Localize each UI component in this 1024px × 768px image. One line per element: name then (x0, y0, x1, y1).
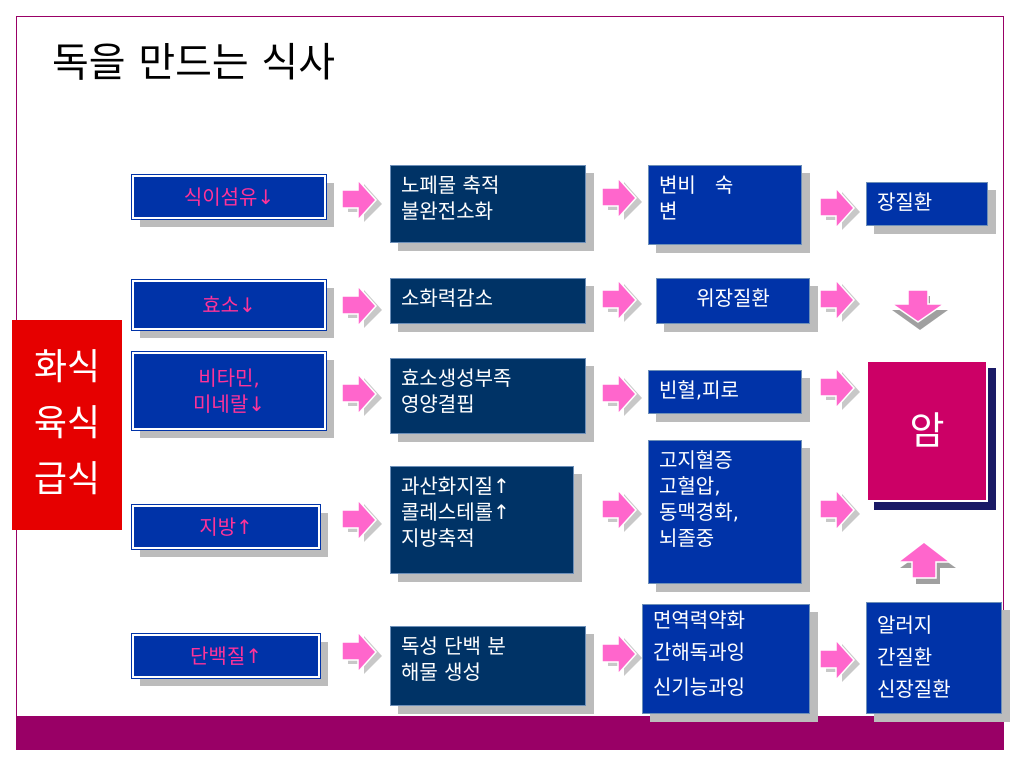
cause-label: 효소↓ (202, 293, 256, 317)
effect-line: 소화력감소 (401, 286, 493, 310)
cause-label: 미네랄↓ (193, 392, 265, 416)
pink-right-arrow-icon (601, 488, 642, 532)
cancer-label: 암 (909, 409, 945, 453)
cause-label: 단백질↑ (190, 644, 262, 668)
disease-label: 장질환 (877, 190, 933, 214)
effect-line: 불완전소화 (401, 199, 493, 223)
symptom-box: 빈혈,피로 (648, 370, 802, 414)
cancer-box: 암 (866, 360, 988, 502)
cause-box-fiber: 식이섬유↓ (131, 174, 327, 220)
symptom-line: 면역력약화 (653, 608, 745, 632)
symptom-line: 간해독과잉 (653, 640, 745, 664)
effect-line: 과산화지질↑ (401, 474, 510, 498)
symptom-line: 뇌졸중 (659, 526, 715, 550)
disease-label: 알러지 (877, 613, 933, 637)
disease-box: 장질환 (866, 182, 988, 226)
effect-box: 소화력감소 (390, 278, 586, 324)
pink-right-arrow-icon (341, 178, 382, 222)
diet-line: 육식 (33, 403, 101, 444)
symptom-box: 고지혈증 고혈압, 동맥경화, 뇌졸중 (648, 440, 802, 584)
pink-down-arrow-icon (890, 289, 948, 330)
cause-box-vitamin: 비타민, 미네랄↓ (131, 351, 327, 431)
symptom-box: 면역력약화 간해독과잉 신기능과잉 (642, 604, 810, 714)
symptom-line: 신기능과잉 (653, 675, 745, 699)
pink-right-arrow-icon (341, 372, 382, 416)
symptom-line: 위장질환 (696, 286, 770, 310)
effect-line: 노페물 축적 (401, 173, 500, 197)
effect-box: 노페물 축적 불완전소화 (390, 165, 586, 243)
pink-right-arrow-icon (601, 372, 642, 416)
footer-bar (17, 716, 1003, 750)
pink-right-arrow-icon (601, 278, 642, 322)
pink-right-arrow-icon (819, 488, 860, 532)
symptom-box: 변비 숙 변 (648, 165, 802, 245)
cause-box-fat: 지방↑ (131, 504, 321, 550)
cause-box-enzyme: 효소↓ (131, 279, 327, 331)
cause-label: 지방↑ (199, 515, 253, 539)
symptom-line: 변 (659, 199, 678, 223)
effect-box: 독성 단백 분 해물 생성 (390, 626, 586, 706)
pink-right-arrow-icon (601, 632, 642, 676)
symptom-line: 고혈압, (659, 474, 721, 498)
symptom-box: 위장질환 (656, 278, 810, 324)
pink-right-arrow-icon (341, 630, 382, 674)
pink-right-arrow-icon (341, 498, 382, 542)
pink-right-arrow-icon (819, 366, 860, 410)
diet-box: 화식 육식 급식 (12, 320, 122, 530)
diet-line: 급식 (33, 459, 101, 500)
effect-box: 과산화지질↑ 콜레스테롤↑ 지방축적 (390, 466, 574, 574)
diet-line: 화식 (33, 347, 101, 388)
pink-right-arrow-icon (601, 176, 642, 220)
effect-line: 콜레스테롤↑ (401, 500, 510, 524)
pink-right-arrow-icon (819, 638, 860, 682)
cause-label: 식이섬유↓ (183, 185, 275, 209)
pink-right-arrow-icon (819, 186, 860, 230)
disease-label: 간질환 (877, 645, 933, 669)
disease-box: 알러지 간질환 신장질환 (866, 602, 1002, 714)
disease-label: 신장질환 (877, 677, 951, 701)
symptom-line: 빈혈,피로 (659, 378, 739, 402)
pink-right-arrow-icon (819, 278, 860, 322)
cause-label: 비타민, (198, 366, 260, 390)
effect-line: 독성 단백 분 (401, 634, 506, 658)
pink-up-arrow-icon (896, 542, 956, 584)
symptom-line: 동맥경화, (659, 500, 739, 524)
effect-line: 해물 생성 (401, 660, 481, 684)
cause-box-protein: 단백질↑ (131, 633, 321, 679)
effect-line: 지방축적 (401, 526, 475, 550)
symptom-line: 고지혈증 (659, 448, 733, 472)
pink-right-arrow-icon (341, 284, 382, 328)
effect-line: 영양결핍 (401, 392, 475, 416)
symptom-line: 변비 숙 (659, 173, 734, 197)
effect-box: 효소생성부족 영양결핍 (390, 358, 586, 434)
slide-title: 독을 만드는 식사 (52, 40, 336, 86)
effect-line: 효소생성부족 (401, 366, 512, 390)
